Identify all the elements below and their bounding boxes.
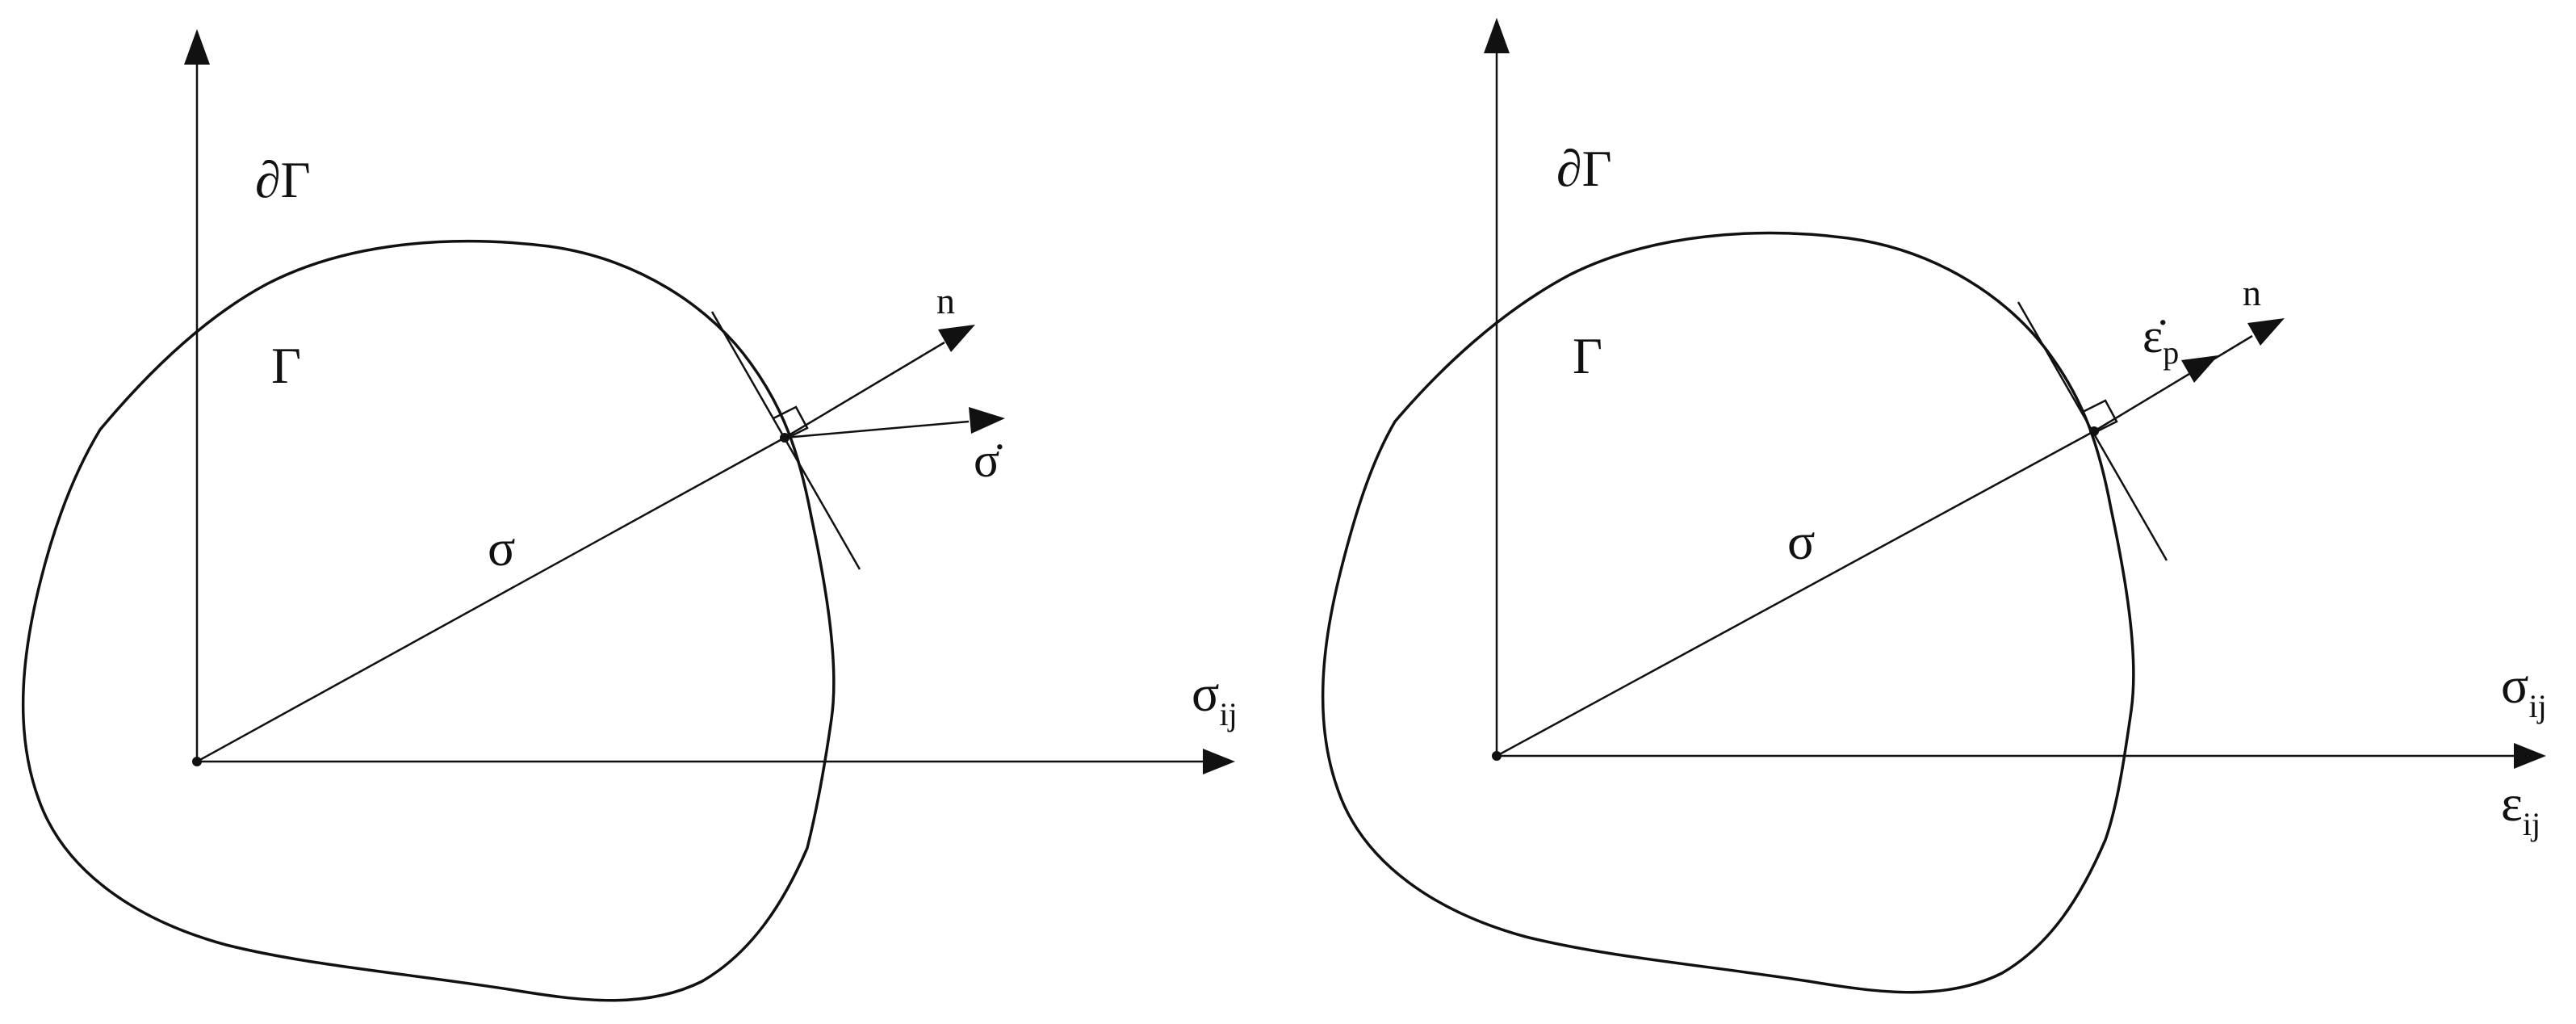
left-contact-point (780, 433, 790, 443)
right-stress-label: σ (1787, 513, 1816, 570)
left-vertical-axis-arrowhead (184, 29, 210, 65)
right-horizontal-axis-arrowhead (2514, 743, 2546, 769)
left-stress-rate-vector (784, 420, 970, 439)
right-vertical-axis-arrowhead (1484, 18, 1510, 53)
right-axis-label-stress: σij (2501, 657, 2547, 724)
left-panel: ∂Γ Γ σ n σ̇ σij (21, 29, 1238, 1002)
right-normal-label: n (2243, 272, 2261, 313)
right-axis-label-strain-sub: ij (2523, 806, 2540, 842)
right-right-angle-marker (2082, 399, 2118, 434)
right-stress-vector (1496, 430, 2095, 758)
right-normal-vector (2093, 334, 2253, 433)
right-plastic-strain-arrowhead (2181, 355, 2218, 383)
left-normal-vector (784, 341, 945, 439)
left-normal-arrowhead (938, 325, 975, 352)
right-axis-label-strain-main: ε (2501, 774, 2523, 832)
right-plastic-strain-label: ε̇p (2142, 309, 2179, 371)
left-stress-rate-label: σ̇ (974, 434, 1003, 487)
left-yield-surface (21, 239, 836, 1002)
left-axis-label: σij (1192, 665, 1238, 732)
left-axis-label-sub: ij (1220, 696, 1238, 732)
right-domain-label: Γ (1573, 327, 1602, 384)
right-contact-point (2089, 426, 2099, 436)
left-stress-vector (196, 436, 785, 763)
right-normal-arrowhead (2247, 318, 2285, 346)
right-boundary-label: ∂Γ (1556, 140, 1612, 197)
left-boundary-label: ∂Γ (255, 151, 311, 208)
left-right-angle-marker (773, 405, 809, 441)
left-stress-label: σ (488, 519, 516, 577)
right-axis-label-stress-sub: ij (2529, 688, 2547, 724)
left-stress-rate-arrowhead (969, 407, 1005, 434)
right-yield-surface (1321, 231, 2135, 994)
right-axis-label-stress-main: σ (2501, 657, 2529, 714)
left-horizontal-axis-arrowhead (1203, 749, 1235, 774)
left-normal-label: n (936, 280, 955, 321)
right-plastic-strain-sub: p (2163, 334, 2179, 371)
right-panel: ∂Γ Γ σ n ε̇p σij εij (1321, 18, 2547, 994)
right-axis-label-strain: εij (2501, 774, 2540, 842)
right-plastic-strain-main: ε̇ (2142, 309, 2166, 363)
left-domain-label: Γ (271, 337, 301, 394)
left-axis-label-main: σ (1192, 665, 1220, 722)
